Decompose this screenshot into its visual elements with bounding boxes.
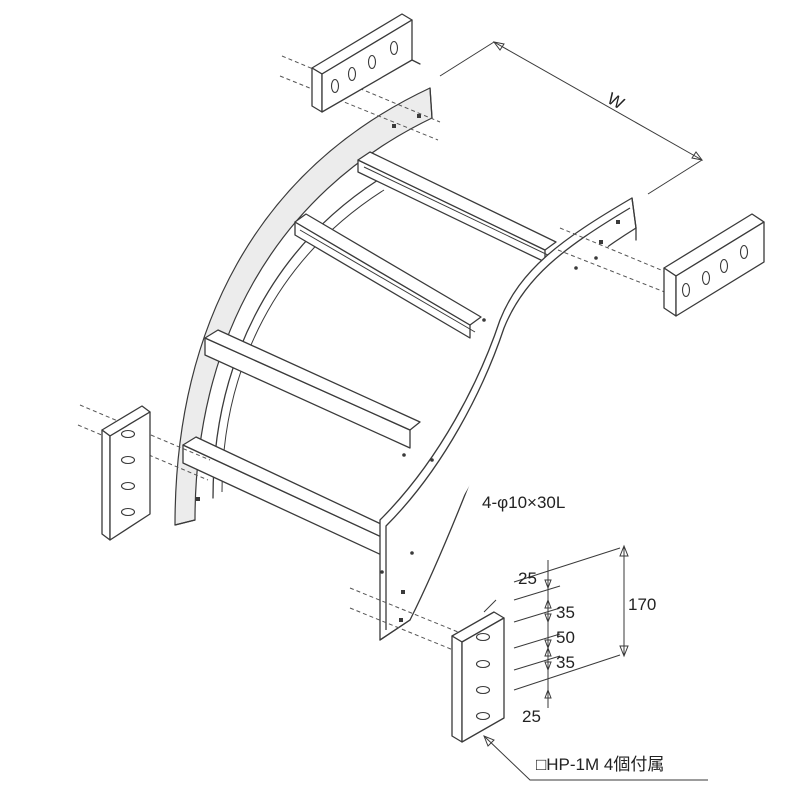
pitch-bottom-label: 25 — [522, 707, 541, 726]
splice-plate-bottom — [451, 599, 505, 743]
pitch-top-label: 25 — [518, 569, 537, 588]
pitch-dimensions: 25 35 50 35 25 170 — [513, 544, 656, 726]
width-label: W — [604, 89, 627, 113]
pitch-2-label: 50 — [556, 628, 575, 647]
hole-spec-label: 4-φ10×30L — [482, 493, 565, 512]
outer-side-rail — [196, 114, 637, 641]
accessory-note: □HP-1M 4個付属 — [483, 735, 708, 781]
splice-plate-left — [101, 405, 151, 541]
hole-spec: 4-φ10×30L — [482, 493, 565, 512]
splice-plate-top — [311, 13, 421, 113]
accessory-note-label: □HP-1M 4個付属 — [536, 755, 664, 774]
pitch-1-label: 35 — [556, 603, 575, 622]
pitch-3-label: 35 — [556, 653, 575, 672]
width-dimension: W — [439, 41, 704, 195]
splice-plate-right — [663, 213, 765, 317]
inner-side-rail — [174, 87, 433, 526]
height-total-label: 170 — [628, 595, 656, 614]
